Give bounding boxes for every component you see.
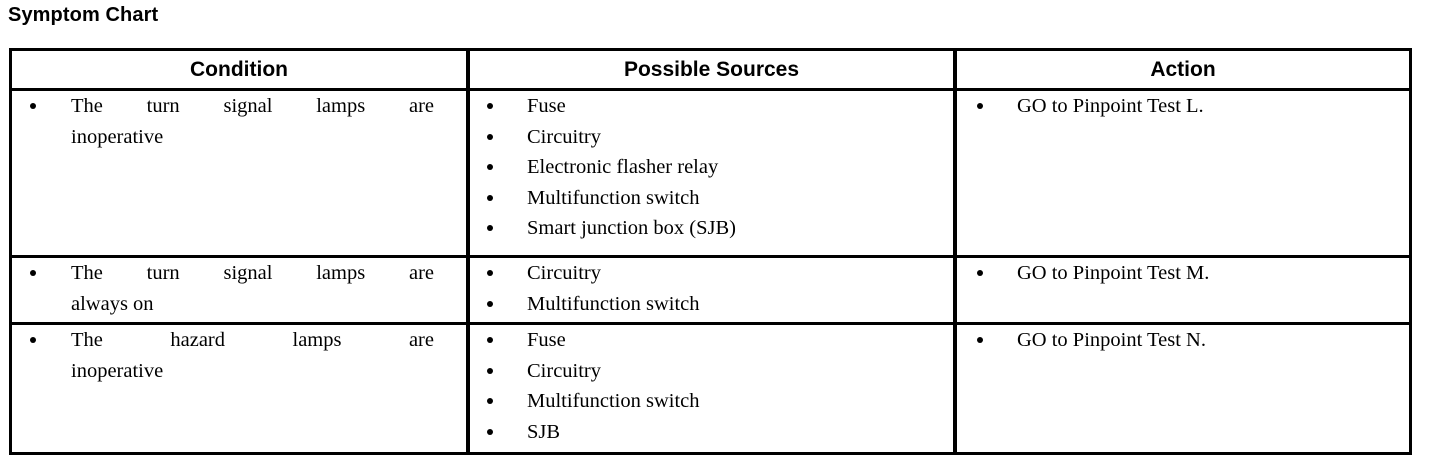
condition-text-line-1: The turn signal lamps are <box>71 262 434 285</box>
list-item: Fuse <box>470 91 953 122</box>
condition-text-line-1: The hazard lamps are <box>71 329 434 352</box>
list-item: GO to Pinpoint Test N. <box>957 325 1409 356</box>
condition-list: The hazard lamps are inoperative <box>12 325 466 386</box>
bullet-icon <box>487 367 493 374</box>
bullet-icon <box>487 133 493 140</box>
page-title: Symptom Chart <box>8 4 159 26</box>
bullet-icon <box>487 103 493 109</box>
list-item: Multifunction switch <box>470 183 953 214</box>
cell-action: GO to Pinpoint Test L. <box>953 89 1409 257</box>
source-text: Smart junction box (SJB) <box>527 217 736 239</box>
table-row: The turn signal lamps are inoperative Fu… <box>12 89 1409 257</box>
condition-list: The turn signal lamps are inoperative <box>12 91 466 152</box>
list-item: The hazard lamps are inoperative <box>12 325 466 386</box>
source-text: Multifunction switch <box>527 186 700 209</box>
list-item: GO to Pinpoint Test M. <box>957 258 1409 289</box>
list-item: Circuitry <box>470 122 953 153</box>
cell-condition: The hazard lamps are inoperative <box>12 322 468 452</box>
list-item: Fuse <box>470 325 953 356</box>
action-list: GO to Pinpoint Test N. <box>957 325 1409 356</box>
bullet-icon <box>30 103 36 109</box>
sources-list: Circuitry Multifunction switch <box>470 258 953 319</box>
bullet-icon <box>30 337 36 344</box>
action-list: GO to Pinpoint Test L. <box>957 91 1409 122</box>
bullet-icon <box>30 270 36 277</box>
bullet-icon <box>487 270 493 277</box>
source-text: Circuitry <box>527 359 602 382</box>
column-header-action: Action <box>953 51 1409 91</box>
condition-text-line-2: always on <box>71 292 154 315</box>
cell-action: GO to Pinpoint Test M. <box>953 255 1409 324</box>
bullet-icon <box>977 103 983 109</box>
source-text: Multifunction switch <box>527 292 700 315</box>
list-item: Smart junction box (SJB) <box>470 213 953 244</box>
column-header-possible-sources: Possible Sources <box>466 51 955 91</box>
source-text: SJB <box>527 420 561 443</box>
bullet-icon <box>977 270 983 277</box>
cell-possible-sources: Fuse Circuitry Multifunction switch <box>466 322 955 452</box>
table-header-row: Condition Possible Sources Action <box>12 51 1409 91</box>
cell-possible-sources: Fuse Circuitry Electronic flasher relay <box>466 89 955 257</box>
action-text: GO to Pinpoint Test L. <box>1017 95 1204 117</box>
column-header-condition: Condition <box>12 51 468 91</box>
condition-text-line-2: inoperative <box>71 359 164 382</box>
table-row: The hazard lamps are inoperative Fuse <box>12 322 1409 452</box>
bullet-icon <box>487 164 493 170</box>
condition-text-line-2: inoperative <box>71 125 164 148</box>
source-text: Multifunction switch <box>527 390 700 413</box>
list-item: SJB <box>470 417 953 448</box>
bullet-icon <box>487 428 493 435</box>
source-text: Circuitry <box>527 262 602 285</box>
source-text: Electronic flasher relay <box>527 156 719 178</box>
bullet-icon <box>487 337 493 344</box>
list-item: GO to Pinpoint Test L. <box>957 91 1409 122</box>
condition-text-line-1: The turn signal lamps are <box>71 95 434 117</box>
sources-list: Fuse Circuitry Electronic flasher relay <box>470 91 953 244</box>
list-item: The turn signal lamps are always on <box>12 258 466 319</box>
bullet-icon <box>977 337 983 344</box>
list-item: Electronic flasher relay <box>470 152 953 183</box>
source-text: Fuse <box>527 95 566 117</box>
source-text: Circuitry <box>527 125 602 148</box>
cell-action: GO to Pinpoint Test N. <box>953 322 1409 452</box>
bullet-icon <box>487 194 493 201</box>
action-text: GO to Pinpoint Test M. <box>1017 262 1210 285</box>
list-item: Multifunction switch <box>470 289 953 320</box>
sources-list: Fuse Circuitry Multifunction switch <box>470 325 953 447</box>
cell-condition: The turn signal lamps are inoperative <box>12 90 468 257</box>
cell-condition: The turn signal lamps are always on <box>12 255 468 324</box>
bullet-icon <box>487 300 493 307</box>
bullet-icon <box>487 225 493 231</box>
condition-list: The turn signal lamps are always on <box>12 258 466 319</box>
list-item: Multifunction switch <box>470 386 953 417</box>
bullet-icon <box>487 398 493 405</box>
symptom-chart-table: Condition Possible Sources Action The tu… <box>9 48 1412 455</box>
action-list: GO to Pinpoint Test M. <box>957 258 1409 289</box>
list-item: Circuitry <box>470 258 953 289</box>
action-text: GO to Pinpoint Test N. <box>1017 329 1206 352</box>
source-text: Fuse <box>527 329 566 352</box>
list-item: Circuitry <box>470 356 953 387</box>
list-item: The turn signal lamps are inoperative <box>12 91 466 152</box>
table-row: The turn signal lamps are always on Circ… <box>12 255 1409 324</box>
cell-possible-sources: Circuitry Multifunction switch <box>466 255 955 324</box>
